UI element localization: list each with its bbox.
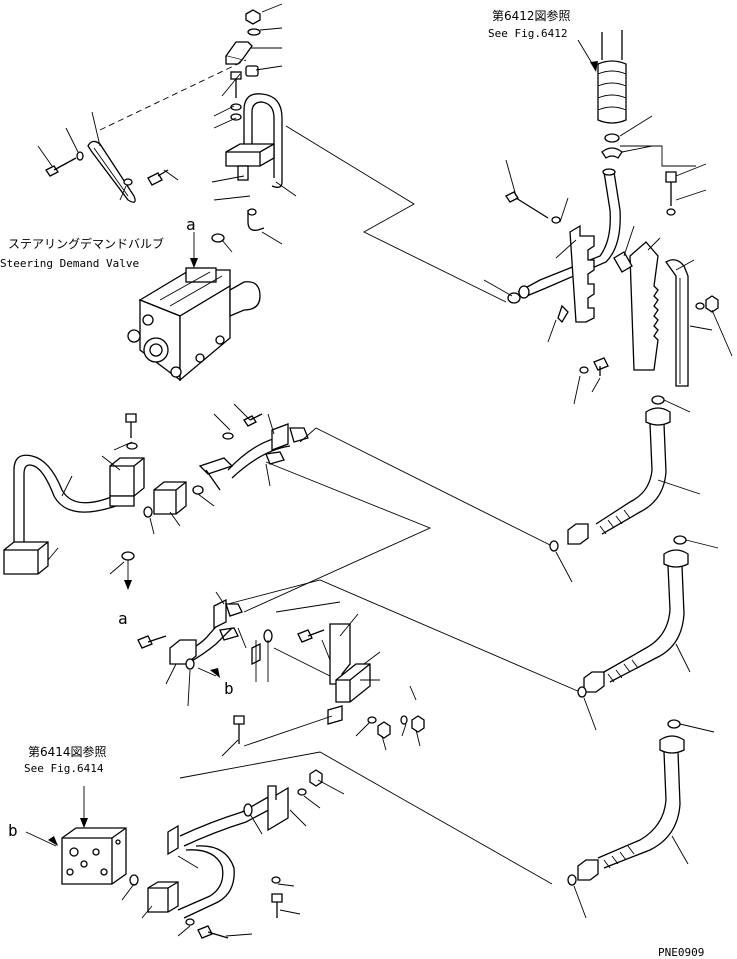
ref-6414-jp: 第6414図参照 [28, 744, 107, 759]
valve-label-en: Steering Demand Valve [0, 257, 139, 270]
ref-6412-en: See Fig.6412 [488, 27, 567, 40]
ref-line-mid [299, 427, 553, 547]
ref-6414-en: See Fig.6414 [24, 762, 104, 775]
marker-b-left: b [8, 821, 18, 840]
ref-line-mid-2 [243, 461, 432, 613]
marker-a-top: a [186, 215, 196, 234]
ref-line-top [285, 125, 507, 303]
ref-6412-jp: 第6412図参照 [492, 8, 571, 23]
marker-b-mid: b [224, 679, 234, 698]
hose-assembly-2 [577, 535, 719, 731]
mid-center-pipe-assembly [137, 579, 581, 757]
hose-assembly-1 [549, 395, 701, 583]
valve-label-jp: ステアリングデマンドバルブ [8, 236, 164, 251]
steering-demand-valve [127, 232, 261, 382]
page-code: PNE0909 [658, 946, 704, 959]
mid-left-pipe-assembly [3, 403, 309, 590]
bottom-pipe-assembly [25, 751, 553, 939]
hose-assembly-3 [567, 719, 715, 919]
marker-a-mid: a [118, 609, 128, 628]
clamp-assembly [37, 3, 297, 253]
upper-right-hose-assembly [483, 30, 733, 405]
